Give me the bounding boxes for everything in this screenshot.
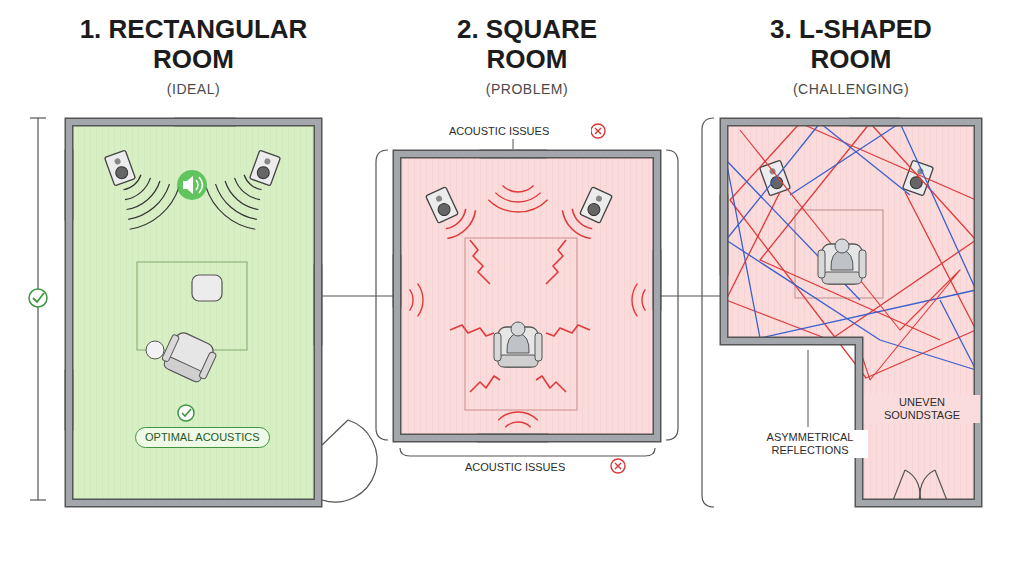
speaker xyxy=(903,160,934,196)
sound-wave xyxy=(125,178,150,200)
room-heading: 2. SQUARE ROOM (PROBLEM) xyxy=(425,14,630,98)
reflection-line xyxy=(450,325,494,336)
floor-green xyxy=(65,118,322,507)
speaker xyxy=(250,150,281,186)
floor-pink xyxy=(720,118,982,507)
sound-wave xyxy=(206,187,255,229)
error-icon xyxy=(611,459,625,473)
sound-wave xyxy=(446,209,466,229)
dimension-line xyxy=(30,118,46,500)
room-subtitle: (CHALLENGING) xyxy=(734,80,969,98)
room-title: 2. SQUARE ROOM xyxy=(425,14,630,74)
bracket xyxy=(666,150,678,440)
room-heading: 3. L-SHAPED ROOM (CHALLENGING) xyxy=(734,14,969,98)
rug xyxy=(795,210,883,298)
floor-pink xyxy=(393,150,661,442)
sound-wave xyxy=(572,209,592,229)
room-heading: 1. RECTANGULAR ROOM (IDEAL) xyxy=(59,14,329,98)
reflection-line xyxy=(546,240,566,284)
leader-line xyxy=(513,138,514,149)
speaker xyxy=(426,187,459,223)
callout-label: UNEVEN SOUNDSTAGE xyxy=(864,395,980,423)
room-outline: 1. RECTANGULAR ROOM(IDEAL)OPTIMAL ACOUST… xyxy=(65,118,322,507)
listening-chair xyxy=(818,239,866,284)
room-subtitle: (IDEAL) xyxy=(59,80,329,98)
room-title: 3. L-SHAPED ROOM xyxy=(734,14,969,74)
callout-label: ACOUSTIC ISSUES xyxy=(447,124,591,139)
listening-chair xyxy=(494,322,542,367)
error-icon xyxy=(591,124,605,138)
bracket xyxy=(376,150,388,440)
sound-wave xyxy=(447,210,475,238)
speaker xyxy=(105,150,136,186)
sound-wave xyxy=(130,187,179,229)
sound-wave xyxy=(225,181,258,210)
callout-label: ACOUSTIC ISSUES xyxy=(463,460,607,475)
room-outline: 2. SQUARE ROOM(PROBLEM) xyxy=(393,150,661,442)
rug xyxy=(465,238,577,410)
reflection-line xyxy=(536,376,566,392)
room-subtitle: (PROBLEM) xyxy=(425,80,630,98)
door xyxy=(322,420,948,503)
room-wall xyxy=(65,118,322,507)
sound-wave xyxy=(488,200,547,212)
sound-wave xyxy=(505,422,530,427)
sound-wave xyxy=(495,193,540,202)
sound-wave xyxy=(562,210,590,238)
ottoman xyxy=(192,275,222,301)
sound-wave xyxy=(418,284,423,317)
reflection-line xyxy=(470,376,500,392)
side-table xyxy=(146,341,164,359)
sound-wave xyxy=(502,186,533,192)
sound-wave xyxy=(127,181,160,210)
reflection-line xyxy=(546,325,590,336)
status-label: OPTIMAL ACOUSTICS xyxy=(145,431,260,444)
sound-wave xyxy=(216,184,257,219)
reflection-line xyxy=(726,123,976,340)
sound-wave xyxy=(642,289,645,310)
sound-wave xyxy=(244,175,261,190)
sound-wave xyxy=(632,284,637,317)
bracket-connector xyxy=(322,295,393,296)
reflection-line xyxy=(726,123,976,338)
bracket xyxy=(702,118,714,507)
status-pill: OPTIMAL ACOUSTICS xyxy=(135,427,270,448)
sound-wave xyxy=(410,289,413,310)
check-icon xyxy=(178,405,194,421)
speaker xyxy=(580,187,613,223)
speaker-icon xyxy=(177,170,207,200)
sound-wave xyxy=(235,178,260,200)
callout-label: ASYMMETRICAL REFLECTIONS xyxy=(752,430,868,458)
bracket-connector xyxy=(661,295,720,296)
listening-chair xyxy=(159,329,219,386)
sound-wave xyxy=(128,184,169,219)
reflection-line xyxy=(470,240,490,284)
check-icon xyxy=(33,293,44,302)
check-icon xyxy=(182,409,191,416)
bracket xyxy=(400,448,655,456)
room-title: 1. RECTANGULAR ROOM xyxy=(59,14,329,74)
sound-wave xyxy=(498,412,538,420)
leader-line xyxy=(808,350,809,427)
check-icon xyxy=(29,289,47,307)
room-wall xyxy=(393,150,661,442)
sound-wave xyxy=(123,175,140,190)
